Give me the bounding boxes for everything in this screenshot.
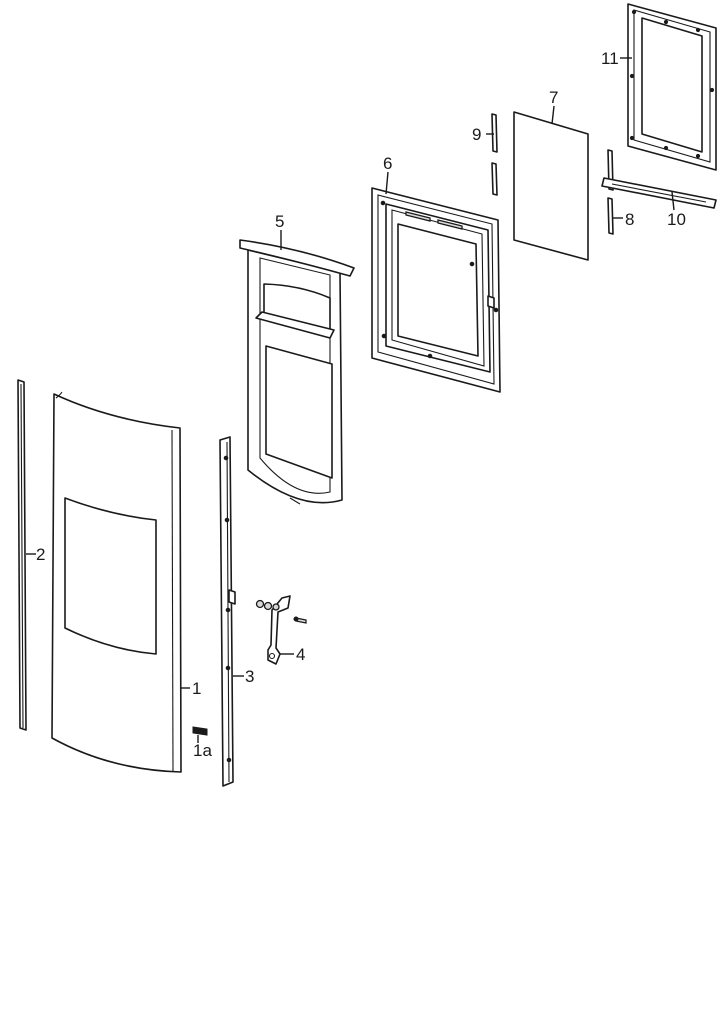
- part-4-bracket: [255, 595, 307, 665]
- callout-9: 9: [472, 125, 481, 144]
- callout-1a: 1a: [193, 741, 212, 760]
- callout-6: 6: [383, 154, 392, 173]
- callout-7: 7: [549, 88, 558, 107]
- part-3-hinge-strip: [219, 436, 236, 787]
- callout-2: 2: [36, 545, 45, 564]
- callout-3: 3: [245, 667, 254, 686]
- callout-8: 8: [625, 210, 634, 229]
- callout-labels: 1 1a 2 3 4 5 6 7 8 9 10 11: [36, 49, 686, 760]
- part-10-rail: [601, 177, 717, 209]
- callout-1: 1: [192, 679, 201, 698]
- callout-11: 11: [601, 49, 619, 68]
- part-6-door-frame: [371, 187, 501, 393]
- callout-5: 5: [275, 212, 284, 231]
- callout-4: 4: [296, 645, 305, 664]
- part-2-seal-strip: [17, 379, 27, 731]
- part-1a-screw: [192, 726, 208, 743]
- leader-lines: [26, 57, 675, 689]
- part-11-gasket-frame: [627, 3, 717, 171]
- part-5-inner-frame: [239, 239, 355, 505]
- part-9-rods: [491, 113, 498, 196]
- part-8-rods: [607, 149, 614, 235]
- part-7-glass-pane: [513, 111, 589, 261]
- callout-10: 10: [667, 210, 686, 229]
- part-1-door-panel: [51, 391, 182, 773]
